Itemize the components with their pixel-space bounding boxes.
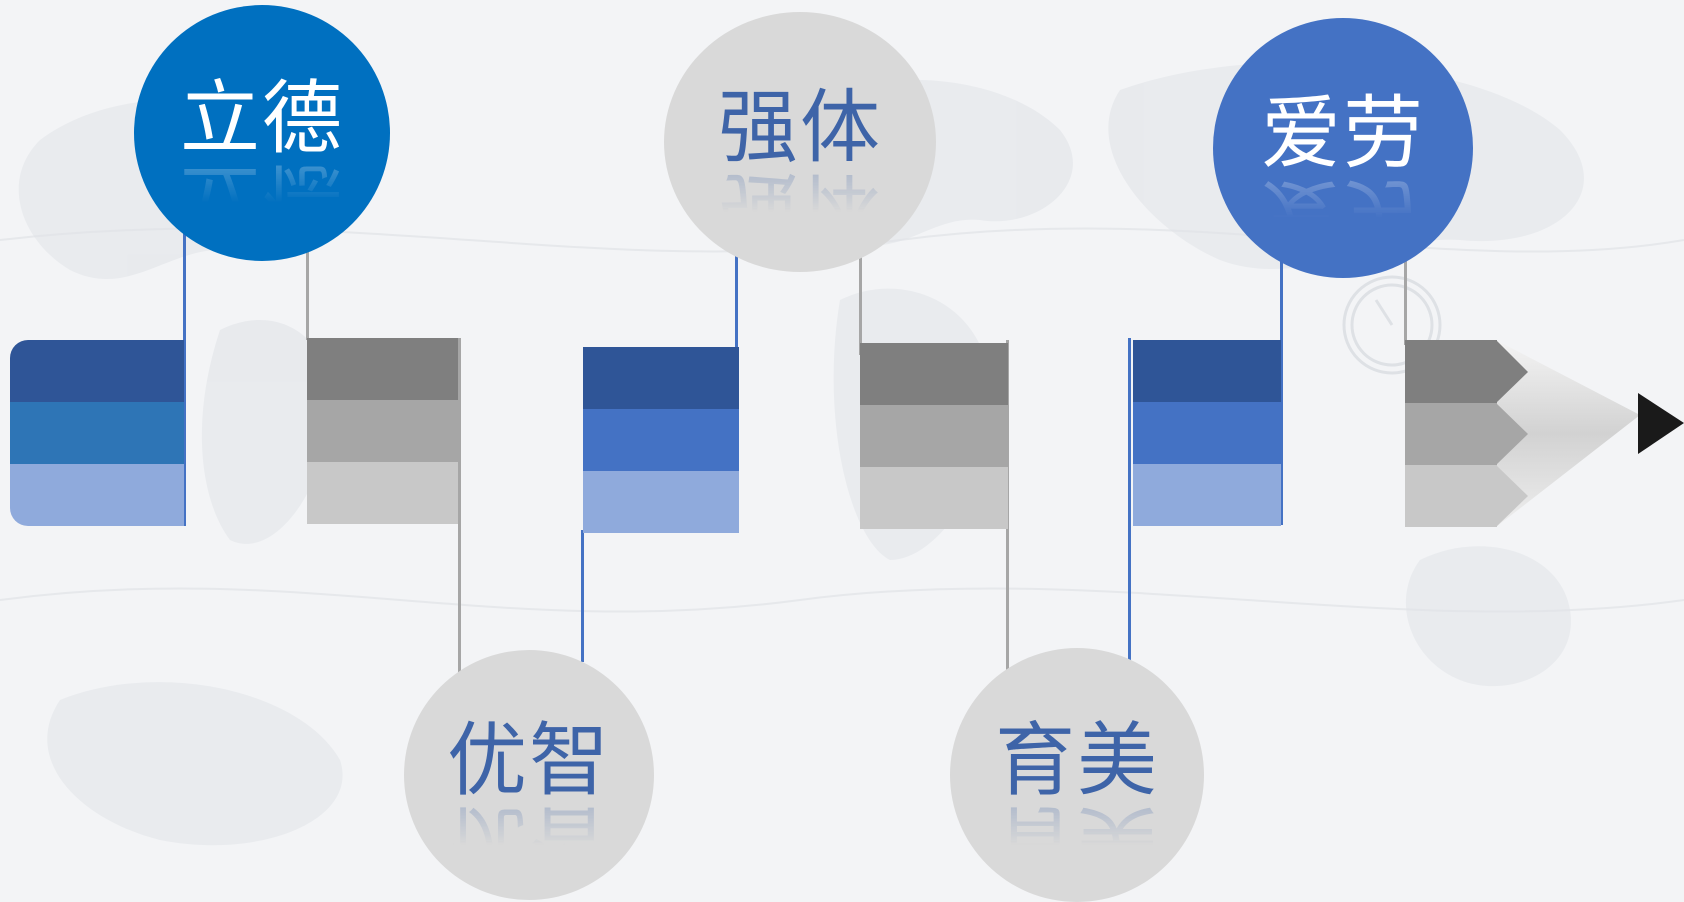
pencil-body-segment-1 <box>1405 340 1497 403</box>
block-4-segment-2 <box>860 405 1008 467</box>
connector-4-top <box>859 255 862 355</box>
connector-5-right <box>1404 255 1407 345</box>
connector-1-right <box>306 245 309 340</box>
connector-1-left <box>183 230 186 526</box>
stage-label-lide: 立德 <box>180 79 344 159</box>
block-2-segment-2 <box>307 400 461 462</box>
stage-label-yumei: 育美 <box>995 721 1159 801</box>
block-5-segment-1 <box>1133 340 1281 402</box>
pencil-body-segment-3 <box>1405 465 1497 527</box>
connector-3-top <box>735 255 738 355</box>
stage-bubble-youzhi: 优智 <box>404 650 654 900</box>
connector-5-left <box>1128 338 1131 664</box>
pencil-body-segment-2 <box>1405 403 1497 465</box>
stage-bubble-yumei: 育美 <box>950 648 1204 902</box>
block-3-segment-3 <box>583 471 739 533</box>
block-2-segment-1 <box>307 338 461 400</box>
block-1-segment-3 <box>10 464 184 526</box>
block-2-segment-3 <box>307 462 461 524</box>
stage-label-qiangti: 强体 <box>718 88 882 168</box>
stage-bubble-ailao: 爱劳 <box>1213 18 1473 278</box>
connector-5-mid <box>1280 255 1283 525</box>
block-4-segment-3 <box>860 467 1008 529</box>
block-3-segment-1 <box>583 347 739 409</box>
block-5-segment-2 <box>1133 402 1281 464</box>
stage-bubble-lide: 立德 <box>134 5 390 261</box>
block-5-segment-3 <box>1133 464 1281 526</box>
stage-label-ailao: 爱劳 <box>1261 94 1425 174</box>
block-1-segment-1 <box>10 340 184 402</box>
stage-bubble-qiangti: 强体 <box>664 12 936 272</box>
connector-3-bottom <box>581 530 584 662</box>
block-1-segment-2 <box>10 402 184 464</box>
block-4-segment-1 <box>860 343 1008 405</box>
block-3-segment-2 <box>583 409 739 471</box>
stage-label-youzhi: 优智 <box>447 721 611 801</box>
connector-2 <box>458 338 461 682</box>
